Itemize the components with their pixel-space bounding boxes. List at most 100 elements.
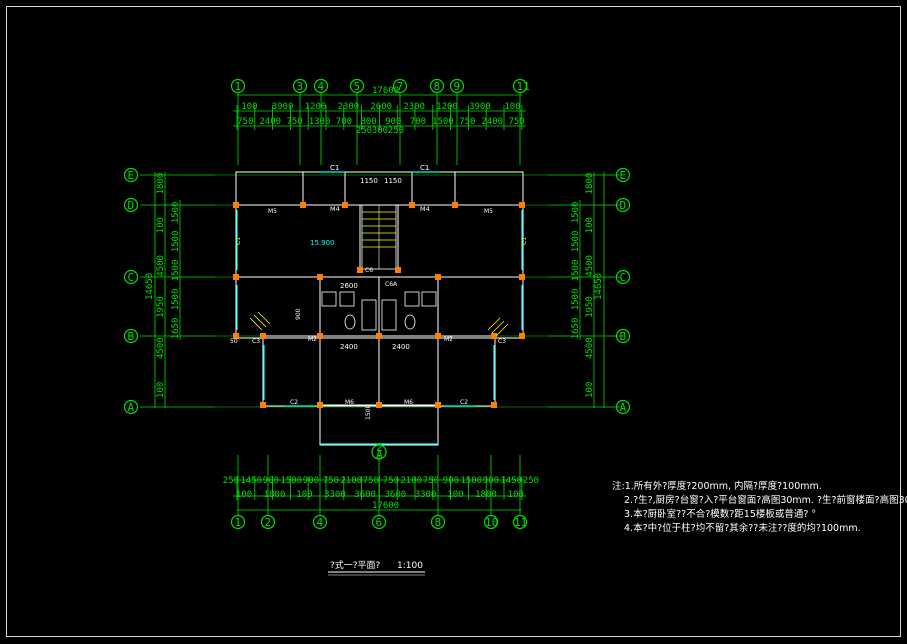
grid-bubble-top-1: 1 [230,78,246,165]
bot-row1-value: 750 [363,476,379,486]
left-dims-b-value: 1500 [171,231,181,253]
svg-text:B: B [128,330,135,343]
label-m5-left: M5 [268,208,277,215]
label-m6-right: M6 [404,399,413,406]
label-c6: C6 [365,267,373,274]
grid-bubble-top-7: 7 [392,78,408,165]
top-row2-value: 800 [360,117,376,127]
grid-bubble-top-8: 8 [429,78,445,165]
section-bubble-sub: A [376,448,383,461]
drawing-frame [6,6,901,637]
grid-bubble-top-4: 4 [313,78,329,165]
right-total-dimension: 14650 [594,273,604,300]
svg-text:7: 7 [397,80,404,93]
section-bubble-number: 2 [376,441,383,454]
right-dims-a-value: 4500 [585,337,595,359]
top-row2-small-value: 250 [388,126,404,136]
svg-text:C: C [128,271,135,284]
bot-row1-value: 1500 [280,476,302,486]
label-c3-right: C3 [498,338,506,345]
label-c6a: C6A [385,281,398,288]
svg-text:1: 1 [235,516,242,529]
top-row2-value: 2400 [481,117,503,127]
grid-bubble-top-5: 5 [349,78,365,165]
grid-bubble-bottom-8: 8 [430,455,446,530]
bot-row2-value: 100 [447,490,463,500]
left-dims-b-value: 1500 [171,260,181,282]
drawing-title: ?式一?平面? [330,559,381,571]
top-row2-small-value: 250 [356,126,372,136]
right-dims-b-value: 1500 [571,289,581,311]
label-m4-left: M4 [330,205,340,213]
svg-text:6: 6 [376,516,383,529]
label-c1-right: C1 [420,164,429,172]
label-m2-right: M2 [444,336,453,343]
top-dimension-lines [233,94,526,130]
top-row2-value: 1300 [309,117,331,127]
grid-bubble-bottom-4: 4 [312,455,328,530]
note-3: 3.本?厨卧室??不合?模数?距15楼板或普通? ° [624,509,817,520]
left-dims-a-value: 1800 [156,173,166,195]
note-1: 注:1.所有外?厚度?200mm, 内隔?厚度?100mm. [612,481,822,492]
right-dims-b-value: 1500 [571,260,581,282]
bathroom-fixtures [321,291,437,331]
right-dims-b-value: 1650 [571,318,581,340]
top-row1-value: 100 [504,102,520,112]
bot-row2-value: 100 [236,490,252,500]
svg-text:2: 2 [265,516,272,529]
svg-text:C: C [620,271,627,284]
svg-text:4: 4 [317,516,324,529]
dim-900-vert: 900 [295,308,302,320]
grid-bubble-bottom-11: 11 [512,455,527,530]
svg-text:E: E [620,169,627,182]
bot-row2-value: 1800 [264,490,286,500]
label-c3-left: C3 [252,338,260,345]
svg-text:3: 3 [297,80,304,93]
top-row1-value: 1200 [305,102,327,112]
top-row2-value: 750 [286,117,302,127]
top-row2-small-value: 300 [372,126,388,136]
side-dimension-lines [140,172,620,408]
left-dims-a-value: 1950 [156,296,166,318]
left-dims-b-value: 1500 [171,202,181,224]
right-dims-a-value: 1950 [585,296,595,318]
bot-row2-value: 1800 [475,490,497,500]
left-total-dimension: 14650 [145,273,155,300]
bot-row2-value: 3300 [415,490,437,500]
bot-row1-value: 2100 [340,476,362,486]
bottom-dimension-lines [233,476,526,511]
left-dims-a-value: 100 [156,217,166,233]
dim-1500-vert: 1500 [365,405,372,420]
svg-text:11: 11 [517,80,530,93]
svg-text:1: 1 [235,80,242,93]
svg-text:9: 9 [454,80,461,93]
dim-1150-right: 1150 [384,177,402,185]
svg-text:A: A [128,401,135,414]
top-row1-value: 3900 [272,102,294,112]
svg-text:11: 11 [514,516,527,529]
grid-axes [215,174,548,408]
label-c1-left-wall: C1 [235,237,242,245]
label-c2-left: C2 [290,399,298,406]
dim-2400-right: 2400 [392,343,410,351]
top-row1-value: 1200 [436,102,458,112]
bot-row1-value: 900 [263,476,279,486]
bot-row1-value: 900 [303,476,319,486]
bot-row1-value: 250 [523,476,539,486]
top-row1-value: 2300 [338,102,360,112]
top-row2-value: 750 [459,117,475,127]
svg-text:8: 8 [435,516,442,529]
svg-text:E: E [128,169,135,182]
note-2: 2.?生?,厨房?台窗?入?平台窗面?高图30mm. ?生?前窗楼面?高图30m… [624,495,907,506]
